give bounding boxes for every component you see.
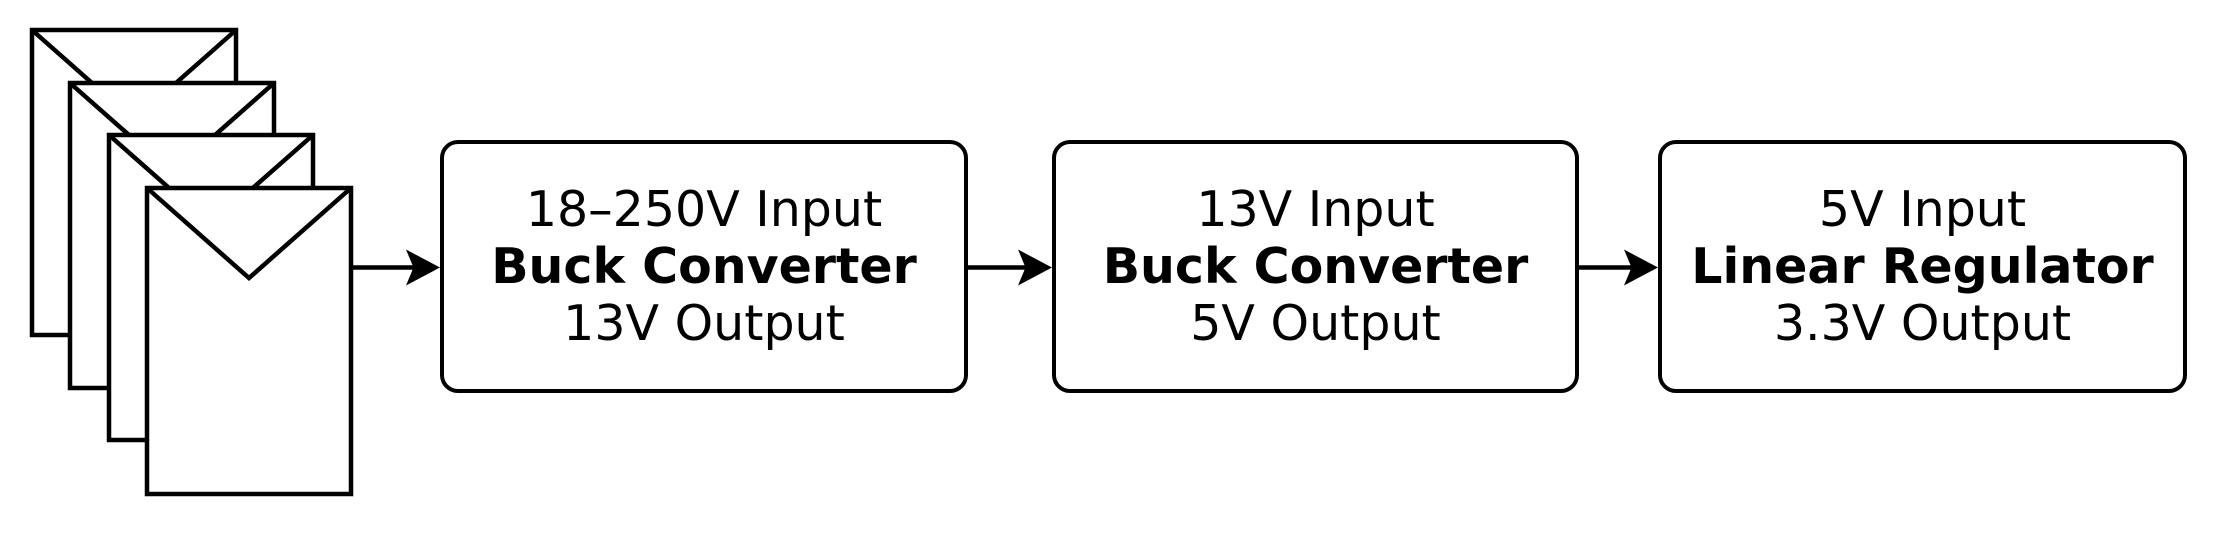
envelope-stack-icon	[29, 27, 354, 497]
stage-name: Buck Converter	[491, 238, 917, 295]
stage-output-label: 5V Output	[1190, 295, 1441, 352]
flow-arrow-stage2-to-stage3	[1579, 249, 1658, 286]
flow-arrow-stage1-to-stage2	[968, 249, 1052, 286]
stage-input-label: 13V Input	[1196, 181, 1435, 238]
stage-box-linear-regulator: 5V Input Linear Regulator 3.3V Output	[1658, 140, 2187, 393]
stage-name: Buck Converter	[1102, 238, 1529, 295]
stage-output-label: 3.3V Output	[1773, 295, 2072, 352]
envelope-icon	[144, 185, 354, 497]
stage-input-label: 5V Input	[1818, 181, 2027, 238]
stage-output-label: 13V Output	[563, 295, 845, 352]
stage-box-buck-converter-1: 18–250V Input Buck Converter 13V Output	[440, 140, 968, 393]
stage-input-label: 18–250V Input	[525, 181, 883, 238]
stage-name: Linear Regulator	[1691, 238, 2154, 295]
flow-arrow-source-to-stage1	[351, 249, 440, 286]
stage-box-buck-converter-2: 13V Input Buck Converter 5V Output	[1052, 140, 1579, 393]
